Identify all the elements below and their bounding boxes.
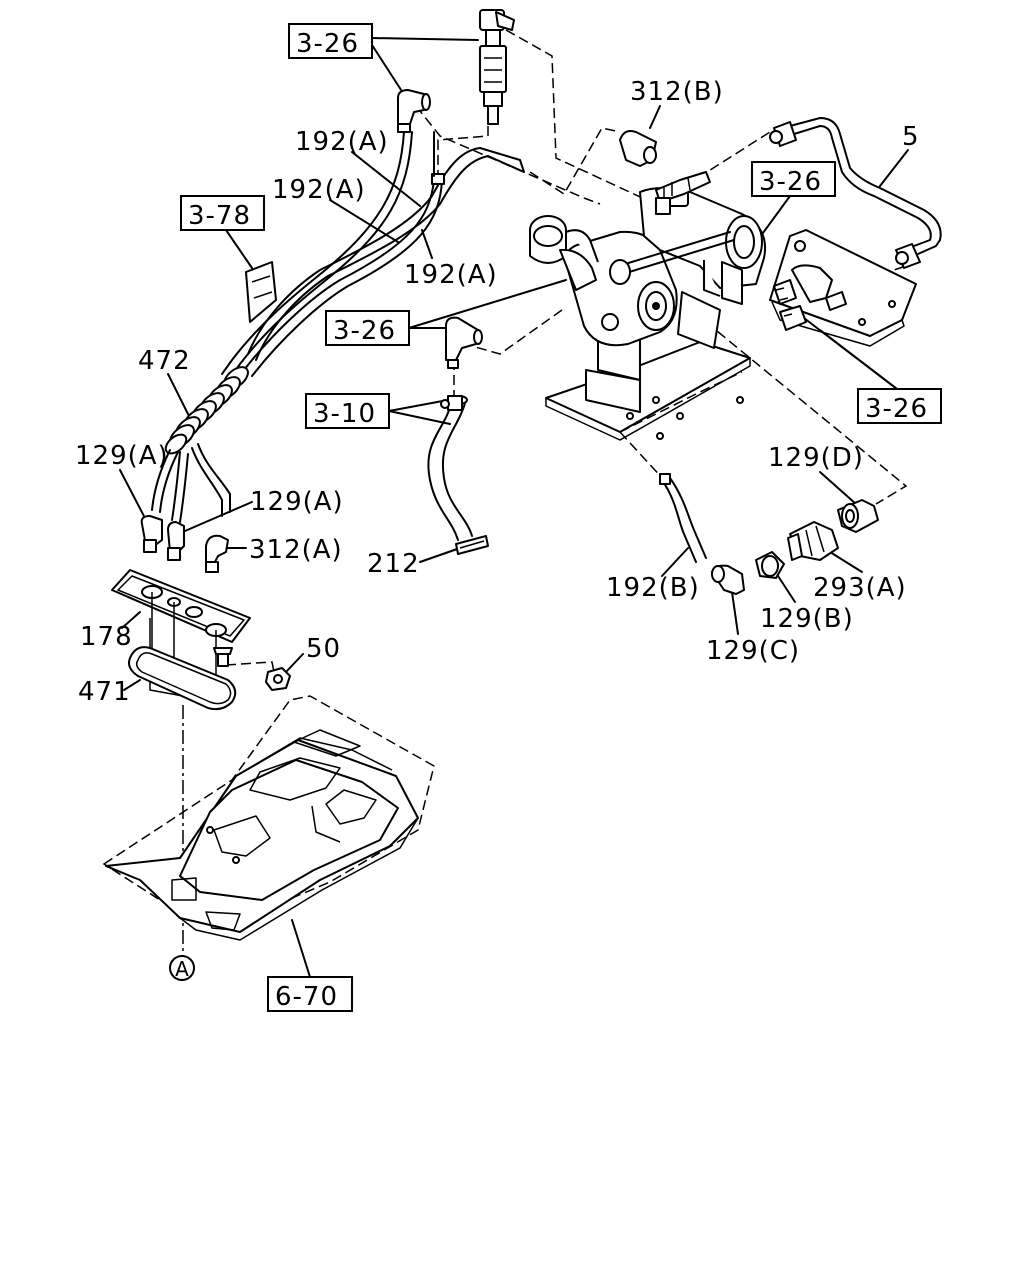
hose-192b: [659, 473, 707, 563]
hose-bundle-192a: [221, 131, 525, 379]
mounting-bracket-right: [769, 229, 917, 347]
label-129a-right: 129(A): [250, 487, 344, 517]
ref-box-3-26-mid[interactable]: 3-26: [325, 310, 410, 346]
ref-label-3-26-mid: 3-26: [333, 316, 396, 346]
ref-box-3-10[interactable]: 3-10: [305, 393, 390, 429]
bolt-and-nut-50: [213, 647, 291, 691]
corrugated-tube-472: [151, 366, 249, 523]
label-293a: 293(A): [813, 573, 907, 603]
ref-label-3-26-lower-right: 3-26: [865, 394, 928, 424]
bracket-3-78: [245, 261, 277, 323]
label-50: 50: [306, 634, 341, 664]
ref-label-3-78: 3-78: [188, 201, 251, 231]
label-192a-middle: 192(A): [272, 175, 366, 205]
circle-callout-a-letter: A: [175, 957, 189, 981]
ref-label-3-10: 3-10: [313, 399, 376, 429]
label-129c: 129(C): [706, 636, 800, 666]
hose-clip-212: [455, 535, 489, 555]
ref-box-3-78[interactable]: 3-78: [180, 195, 265, 231]
ref-box-3-26-lower-right[interactable]: 3-26: [857, 388, 942, 424]
connectors-129a-312a: [140, 515, 229, 573]
label-192a-upper: 192(A): [295, 127, 389, 157]
ref-box-6-70[interactable]: 6-70: [267, 976, 353, 1012]
label-212: 212: [367, 549, 420, 579]
label-472: 472: [138, 346, 191, 376]
elbow-connector-mid: [445, 316, 483, 369]
label-312a: 312(A): [249, 535, 343, 565]
sender-plate-178: [111, 569, 251, 703]
ref-label-3-26-top: 3-26: [296, 29, 359, 59]
circle-callout-a: A: [169, 955, 195, 981]
fitting-312b: [619, 130, 657, 167]
label-312b: 312(B): [630, 77, 724, 107]
fuel-pump-assembly: [529, 171, 766, 441]
elbow-129c: [711, 564, 745, 595]
label-129b: 129(B): [760, 604, 854, 634]
leader-lines: [119, 37, 909, 978]
label-5: 5: [902, 122, 920, 152]
label-192b: 192(B): [606, 573, 700, 603]
label-129a-left: 129(A): [75, 441, 169, 471]
metal-pipe-5: [769, 117, 942, 269]
label-192a-lower: 192(A): [404, 260, 498, 290]
hose-3-10: [427, 395, 473, 541]
label-129d: 129(D): [768, 443, 864, 473]
gasket-471: [128, 646, 237, 711]
fuel-tank-6-70: [102, 695, 435, 941]
ref-label-3-26-right: 3-26: [759, 167, 822, 197]
adapter-293a: [787, 521, 839, 561]
label-471: 471: [78, 677, 131, 707]
fitting-129d: [837, 499, 879, 533]
ref-label-6-70: 6-70: [275, 982, 338, 1012]
sensor-sender-top: [479, 9, 515, 125]
fitting-129b: [755, 551, 785, 579]
elbow-connector-top: [397, 89, 431, 133]
ref-box-3-26-right[interactable]: 3-26: [751, 161, 836, 197]
ref-box-3-26-top[interactable]: 3-26: [288, 23, 373, 59]
